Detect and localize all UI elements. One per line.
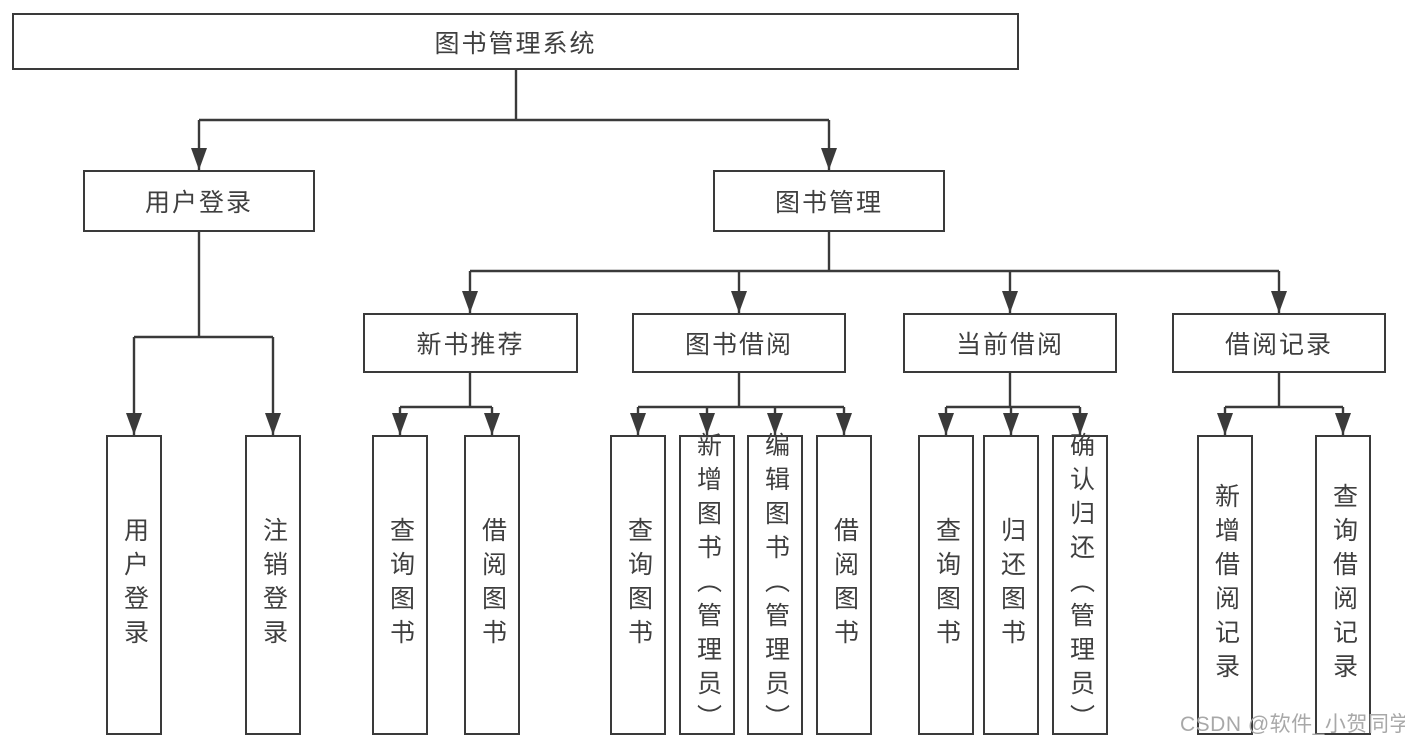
node-label: 图书借阅	[684, 331, 793, 359]
leaf-query-books-current: 查询图书	[918, 435, 974, 735]
leaf-user-login: 用户登录	[106, 435, 162, 735]
leaf-query-books-borrow: 查询图书	[610, 435, 666, 735]
connector-borrow-records-to-leaves	[1217, 373, 1351, 435]
leaf-logout: 注销登录	[245, 435, 301, 735]
node-label: 归还图书	[997, 517, 1026, 653]
node-label: 图书管理系统	[434, 29, 597, 58]
connector-user-login-to-leaves	[126, 232, 281, 435]
connector-book-management-to-level3	[462, 232, 1287, 313]
node-label: 新增图书（管理员）	[693, 432, 722, 738]
node-label: 借阅记录	[1224, 331, 1333, 359]
leaf-add-borrow-record: 新增借阅记录	[1197, 435, 1253, 735]
node-user-login: 用户登录	[83, 170, 315, 232]
leaf-edit-book-admin: 编辑图书（管理员）	[747, 432, 803, 738]
leaf-add-book-admin: 新增图书（管理员）	[679, 432, 735, 738]
node-borrow-records: 借阅记录	[1172, 313, 1386, 373]
csdn-watermark: CSDN @软件_小贺同学	[1180, 713, 1405, 736]
node-label: 查询图书	[932, 517, 961, 653]
node-label: 借阅图书	[478, 517, 507, 653]
leaf-return-book: 归还图书	[983, 435, 1039, 735]
connector-root-to-level2	[191, 70, 837, 170]
leaf-query-borrow-record: 查询借阅记录	[1315, 435, 1371, 735]
node-label: 查询借阅记录	[1329, 483, 1358, 687]
node-label: 查询图书	[624, 517, 653, 653]
node-label: 用户登录	[120, 517, 149, 653]
node-book-borrow: 图书借阅	[632, 313, 846, 373]
node-new-book-recommend: 新书推荐	[363, 313, 578, 373]
node-label: 新增借阅记录	[1211, 483, 1240, 687]
connector-new-book-recommend-to-leaves	[392, 373, 500, 435]
node-label: 查询图书	[386, 517, 415, 653]
node-current-borrow: 当前借阅	[903, 313, 1117, 373]
node-label: 图书管理	[774, 189, 883, 217]
leaf-borrow-books: 借阅图书	[816, 435, 872, 735]
node-book-management: 图书管理	[713, 170, 945, 232]
leaf-borrow-books-recommend: 借阅图书	[464, 435, 520, 735]
node-label: 用户登录	[144, 189, 253, 217]
node-label: 编辑图书（管理员）	[761, 432, 790, 738]
connector-current-borrow-to-leaves	[938, 373, 1088, 435]
leaf-confirm-return-admin: 确认归还（管理员）	[1052, 432, 1108, 738]
node-label: 新书推荐	[416, 331, 525, 359]
leaf-query-books-recommend: 查询图书	[372, 435, 428, 735]
node-library-management-system: 图书管理系统	[12, 13, 1019, 70]
node-label: 确认归还（管理员）	[1066, 432, 1095, 738]
node-label: 注销登录	[259, 517, 288, 653]
connector-book-borrow-to-leaves	[630, 373, 852, 435]
node-label: 当前借阅	[955, 331, 1064, 359]
node-label: 借阅图书	[830, 517, 859, 653]
